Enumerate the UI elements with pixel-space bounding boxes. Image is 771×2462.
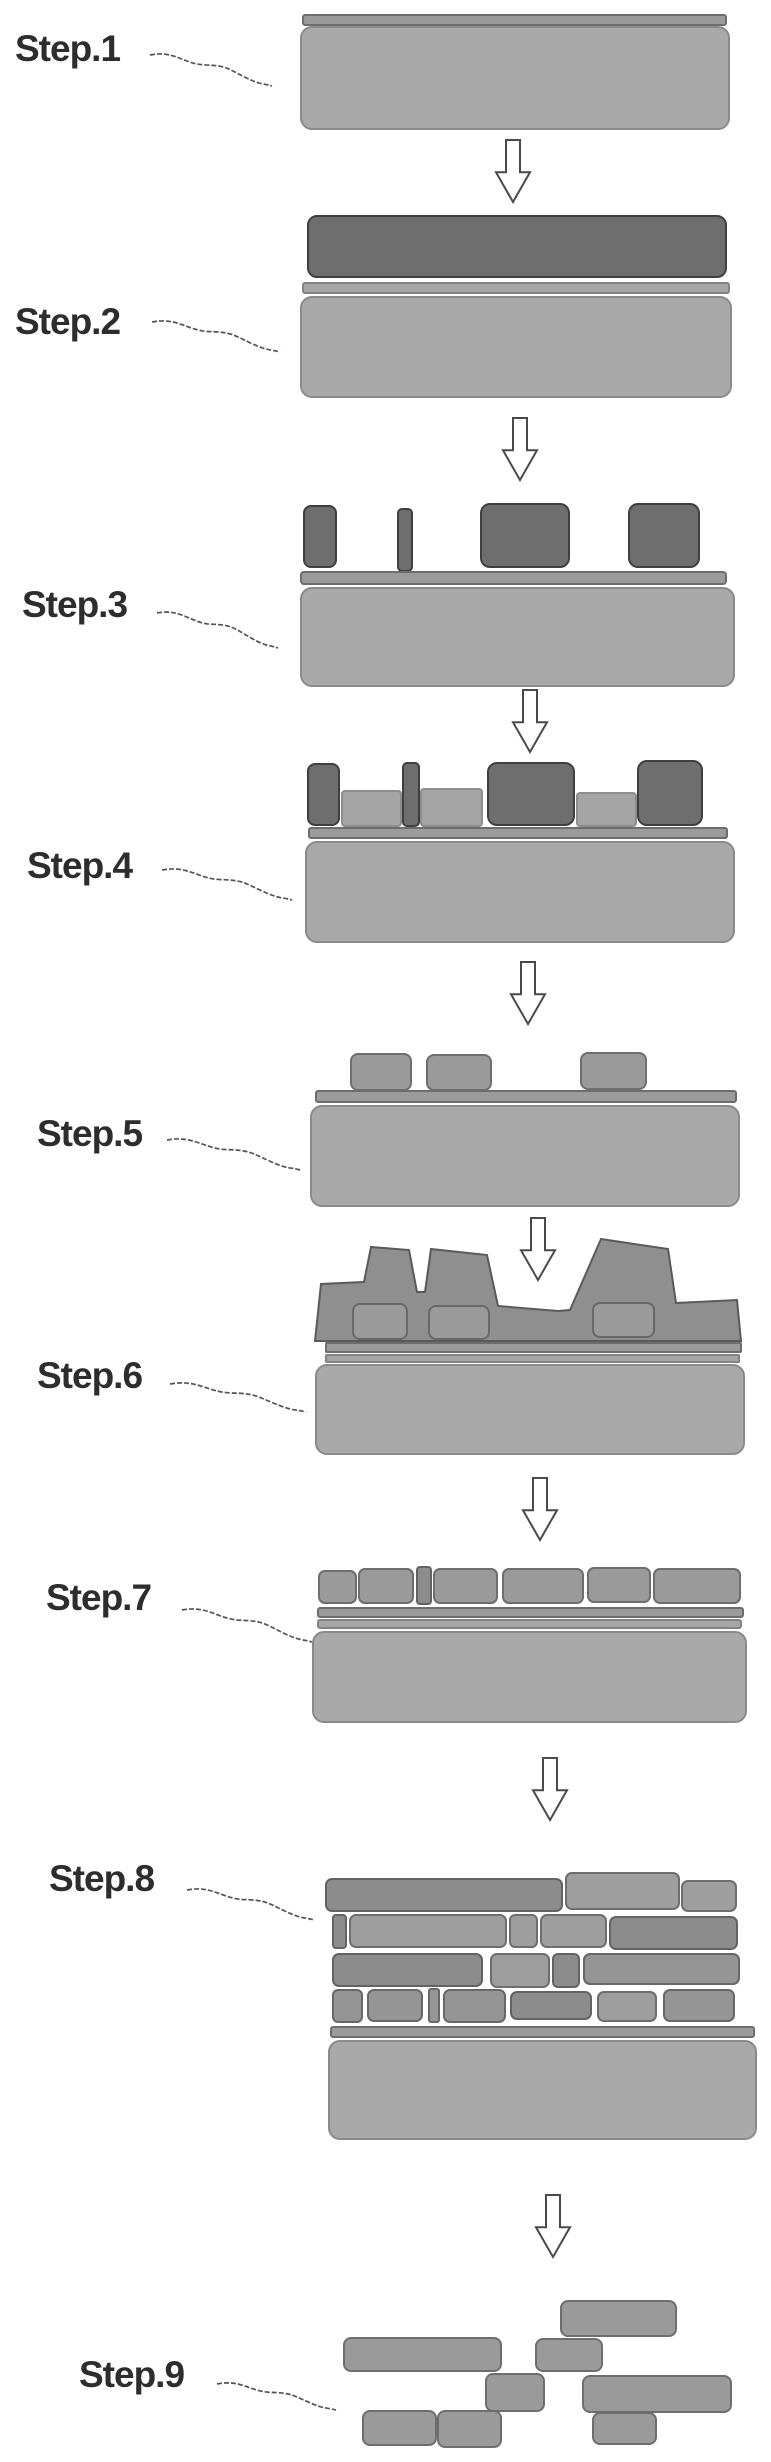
gap-fill-block xyxy=(576,792,637,827)
gap-fill-block xyxy=(341,790,402,827)
stacked-brick xyxy=(367,1989,423,2022)
planarized-block xyxy=(433,1568,498,1604)
patterned-block xyxy=(487,762,575,826)
stacked-brick xyxy=(443,1989,506,2023)
thin-film-layer xyxy=(308,827,728,839)
thin-film-layer xyxy=(317,1607,744,1618)
deposited-layer xyxy=(307,215,727,278)
stacked-brick xyxy=(332,1914,347,1949)
embedded-block xyxy=(352,1303,408,1340)
stacked-brick xyxy=(349,1914,507,1948)
planarized-block xyxy=(502,1568,584,1604)
step-1-label: Step.1 xyxy=(15,28,121,69)
substrate-layer xyxy=(300,26,730,130)
stacked-brick xyxy=(681,1880,737,1912)
planarized-block xyxy=(318,1570,357,1604)
stacked-brick xyxy=(325,1878,563,1912)
step-7-label: Step.7 xyxy=(46,1577,152,1618)
step-3-label: Step.3 xyxy=(22,584,128,625)
patterned-block xyxy=(307,763,340,826)
patterned-block xyxy=(397,508,413,572)
stacked-brick xyxy=(583,1953,740,1985)
planarized-block xyxy=(350,1053,412,1091)
thin-film-layer xyxy=(330,2026,755,2038)
step-9-label: Step.9 xyxy=(79,2354,185,2395)
stacked-brick xyxy=(663,1989,735,2022)
thin-film-layer xyxy=(300,571,727,585)
stacked-brick xyxy=(509,1914,538,1948)
thin-film-layer xyxy=(315,1090,737,1103)
patterned-block xyxy=(402,762,420,827)
substrate-layer xyxy=(312,1631,747,1723)
via-block xyxy=(416,1566,432,1605)
stacked-brick xyxy=(428,1988,440,2023)
released-block xyxy=(592,2412,657,2445)
step-2-label: Step.2 xyxy=(15,301,121,342)
substrate-layer xyxy=(305,841,735,943)
thin-film-layer xyxy=(325,1342,742,1353)
patterned-block xyxy=(628,503,700,568)
stacked-brick xyxy=(552,1953,580,1988)
gap-fill-block xyxy=(420,788,483,827)
embedded-block xyxy=(428,1305,490,1340)
stacked-brick xyxy=(609,1916,738,1950)
step-4-label: Step.4 xyxy=(27,845,133,886)
released-block xyxy=(560,2300,677,2337)
stacked-brick xyxy=(332,1989,363,2023)
substrate-layer xyxy=(300,296,732,398)
step-8-label: Step.8 xyxy=(49,1858,155,1899)
released-block xyxy=(362,2410,437,2446)
stacked-brick xyxy=(597,1991,657,2022)
embedded-block xyxy=(592,1302,655,1338)
planarized-block xyxy=(358,1568,414,1604)
planarized-block xyxy=(653,1568,741,1604)
released-block xyxy=(485,2373,545,2412)
stacked-brick xyxy=(565,1872,680,1910)
thin-film-layer xyxy=(302,282,730,294)
thin-film-layer xyxy=(317,1619,742,1629)
stacked-brick xyxy=(332,1953,483,1987)
step-6-label: Step.6 xyxy=(37,1355,143,1396)
stacked-brick xyxy=(540,1914,607,1948)
planarized-block xyxy=(426,1054,492,1091)
thin-film-layer xyxy=(325,1354,740,1363)
planarized-block xyxy=(587,1567,651,1603)
planarized-block xyxy=(580,1052,647,1090)
released-block xyxy=(535,2338,603,2372)
released-block xyxy=(343,2337,502,2372)
stacked-brick xyxy=(490,1953,550,1988)
substrate-layer xyxy=(300,587,735,687)
released-block xyxy=(437,2410,502,2448)
released-block xyxy=(582,2375,732,2413)
substrate-layer xyxy=(328,2040,757,2140)
stacked-brick xyxy=(510,1991,592,2020)
patterned-block xyxy=(303,505,337,568)
patterned-block xyxy=(480,503,570,568)
thin-film-layer xyxy=(302,14,727,26)
substrate-layer xyxy=(315,1364,745,1455)
patterned-block xyxy=(637,760,703,826)
substrate-layer xyxy=(310,1105,740,1207)
step-5-label: Step.5 xyxy=(37,1113,143,1154)
